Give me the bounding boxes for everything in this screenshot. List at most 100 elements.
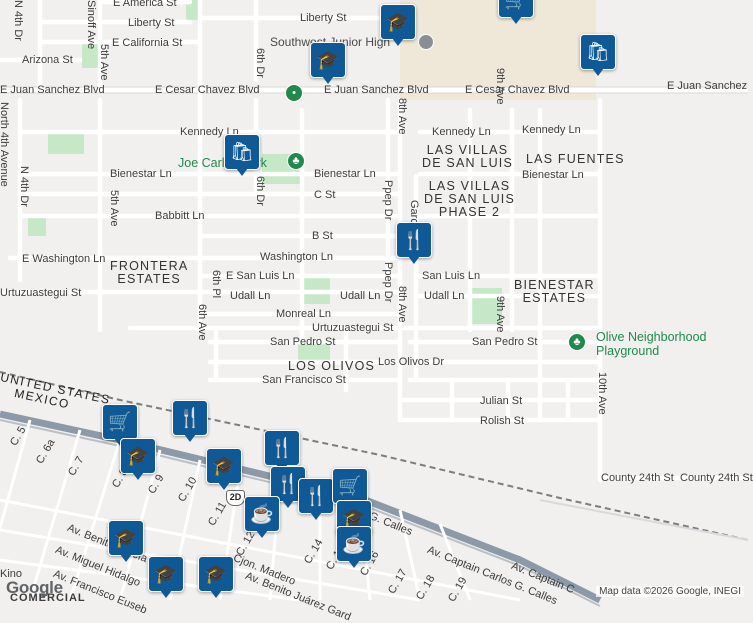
area-label: COMERCIAL	[10, 592, 86, 604]
shopping-marker[interactable]: 🛒	[102, 404, 138, 448]
route-shield: 2D	[226, 490, 245, 506]
school-icon: 🎓	[148, 556, 184, 592]
restaurant-marker[interactable]: 🍴	[298, 478, 334, 522]
neighborhood-label: LAS FUENTES	[526, 152, 625, 166]
map-attribution[interactable]: Map data ©2026 Google, INEGI	[596, 586, 744, 597]
school-marker[interactable]: 🎓	[148, 556, 184, 600]
street-label: Kino	[0, 568, 23, 580]
street-label: San Pedro St	[270, 336, 336, 348]
international-border	[0, 371, 749, 541]
street-label: Washington Ln	[260, 251, 333, 263]
shopping-cart-icon: 🛒	[102, 404, 138, 440]
school-campus-area	[400, 0, 596, 100]
school-marker[interactable]: 🎓	[120, 438, 156, 482]
coffee-icon: ☕	[336, 526, 372, 562]
street-label: E California St	[112, 37, 183, 49]
restaurant-marker[interactable]: 🍴	[270, 466, 306, 510]
cafe-marker[interactable]: ☕	[244, 496, 280, 540]
cafe-marker[interactable]: ☕	[336, 526, 372, 570]
school-marker[interactable]: 🎓	[198, 556, 234, 600]
street-label: 6th Dr	[254, 176, 266, 206]
street-label: San Francisco St	[262, 374, 346, 386]
school-marker[interactable]: 🎓	[380, 4, 416, 48]
street-label: 5th Ave	[98, 44, 110, 81]
street-label: Bienestar Ln	[314, 168, 376, 180]
street-label: 9th Ave	[494, 68, 506, 105]
street-label: Monreal Ln	[276, 308, 332, 320]
street-label: 5th Ave	[108, 190, 120, 227]
street-label: Kennedy Ln	[432, 126, 491, 138]
street-label: 8th Ave	[396, 286, 408, 323]
street-label: Ppep Dr	[382, 262, 394, 303]
school-marker[interactable]: 🎓	[108, 520, 144, 564]
restaurant-marker[interactable]: 🍴	[172, 400, 208, 444]
shopping-bag-icon: 🛍	[580, 34, 616, 70]
shopping-marker[interactable]: 🛍	[580, 34, 616, 78]
street-label: E Juan Sanchez	[667, 80, 748, 92]
street-label: 10th Ave	[596, 372, 608, 415]
street-label: 6th Dr	[254, 48, 266, 78]
street-label: C St	[314, 189, 336, 201]
shopping-marker[interactable]: 🛒	[498, 0, 534, 26]
park-area	[298, 340, 330, 360]
street-label: County 24th St	[680, 472, 753, 484]
park-area	[186, 0, 200, 20]
street-label: Urtuzuastegui St	[312, 322, 394, 334]
street-label: 8th Ave	[396, 98, 408, 135]
neighborhood-label: LOS OLIVOS	[288, 359, 376, 373]
restaurant-icon: 🍴	[172, 400, 208, 436]
coffee-icon: ☕	[244, 496, 280, 532]
street-label: San Pedro St	[472, 336, 538, 348]
street-label: E Juan Sanchez Blvd	[324, 84, 429, 96]
street-label: Udall Ln	[340, 290, 381, 302]
school-marker[interactable]: 🎓	[206, 448, 242, 492]
street-label: E San Luis Ln	[226, 270, 295, 282]
restaurant-icon: 🍴	[264, 430, 300, 466]
street-label: Udall Ln	[424, 290, 465, 302]
street-label: Bienestar Ln	[110, 168, 172, 180]
street-grid	[0, 0, 751, 483]
road	[539, 499, 749, 541]
restaurant-marker[interactable]: 🍴	[264, 430, 300, 474]
street-label: Rolish St	[480, 415, 525, 427]
street-label: Julian St	[480, 395, 523, 407]
school-icon: 🎓	[206, 448, 242, 484]
google-logo: Google	[6, 578, 63, 597]
street-label: County 24th St	[601, 472, 674, 484]
park-icon[interactable]: ♣	[287, 152, 305, 170]
park-area	[48, 132, 84, 154]
street-label: E Cesar Chavez Blvd	[155, 84, 260, 96]
street-label: Babbitt Ln	[155, 210, 205, 222]
school-icon: 🎓	[310, 42, 346, 78]
street-label: 6th Ave	[196, 304, 208, 341]
school-icon: 🎓	[120, 438, 156, 474]
shopping-cart-icon: 🛒	[332, 468, 368, 504]
street-label: Bienestar Ln	[522, 169, 584, 181]
street-label: E Washington Ln	[22, 253, 106, 265]
street-label: N 4th Dr	[18, 166, 30, 207]
restaurant-icon: 🍴	[270, 466, 306, 502]
street-label: B St	[312, 230, 333, 242]
street-label: E Juan Sanchez Blvd	[0, 84, 105, 96]
restaurant-marker[interactable]: 🍴	[396, 222, 432, 266]
park-area	[28, 218, 46, 236]
school-marker[interactable]: 🎓	[310, 42, 346, 86]
street-label: Urtuzuastegui St	[0, 287, 82, 299]
school-icon: 🎓	[380, 4, 416, 40]
map-base	[0, 0, 751, 607]
park-icon[interactable]: ♣	[568, 333, 586, 351]
restaurant-icon: 🍴	[396, 222, 432, 258]
street-label: 6th Pl	[210, 270, 222, 299]
school-icon: 🎓	[198, 556, 234, 592]
street-label: Liberty St	[128, 17, 175, 29]
shopping-marker[interactable]: 🛍	[224, 134, 260, 178]
place-pin-icon[interactable]: •	[285, 84, 303, 102]
school-poi-icon[interactable]	[418, 34, 434, 50]
park-area	[82, 44, 100, 68]
shopping-bag-icon: 🛍	[224, 134, 260, 170]
